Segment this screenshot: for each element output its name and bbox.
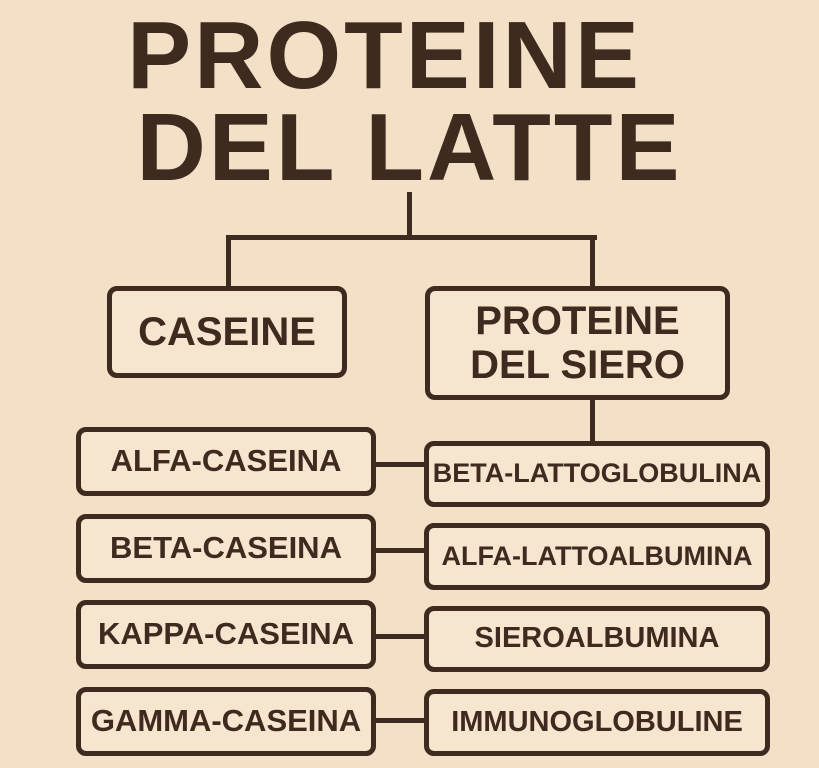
siero-item: BETA-LATTOGLOBULINA <box>424 441 770 507</box>
connector-line <box>374 634 426 639</box>
item-label: GAMMA-CASEINA <box>90 703 362 739</box>
siero-item: ALFA-LATTOALBUMINA <box>424 523 770 590</box>
siero-item: IMMUNOGLOBULINE <box>424 689 770 756</box>
caseine-item: BETA-CASEINA <box>76 514 376 583</box>
connector-line <box>590 398 595 442</box>
item-label: BETA-LATTOGLOBULINA <box>432 458 762 489</box>
title-line-2: DEL LATTE <box>136 94 683 201</box>
item-label: SIEROALBUMINA <box>474 622 720 655</box>
connector-line <box>374 548 426 553</box>
connector-line <box>590 235 595 287</box>
caseine-item: KAPPA-CASEINA <box>76 600 376 669</box>
connector-line <box>226 235 597 240</box>
proteine-siero-box: PROTEINE DEL SIERO <box>425 286 730 400</box>
connector-line <box>374 718 426 723</box>
item-label: ALFA-LATTOALBUMINA <box>441 540 753 571</box>
connector-line <box>407 192 412 239</box>
connector-line <box>374 462 426 467</box>
siero-label-1: PROTEINE <box>475 299 680 343</box>
caseine-item: ALFA-CASEINA <box>76 427 376 496</box>
caseine-box: CASEINE <box>107 286 347 378</box>
item-label: ALFA-CASEINA <box>110 443 342 479</box>
item-label: IMMUNOGLOBULINE <box>451 705 743 738</box>
item-label: BETA-CASEINA <box>110 530 342 566</box>
connector-line <box>226 235 231 287</box>
caseine-label: CASEINE <box>138 310 316 354</box>
siero-item: SIEROALBUMINA <box>424 606 770 672</box>
caseine-item: GAMMA-CASEINA <box>76 687 376 756</box>
title-line-1: PROTEINE <box>127 2 642 109</box>
siero-label-2: DEL SIERO <box>470 343 685 387</box>
item-label: KAPPA-CASEINA <box>97 616 355 652</box>
